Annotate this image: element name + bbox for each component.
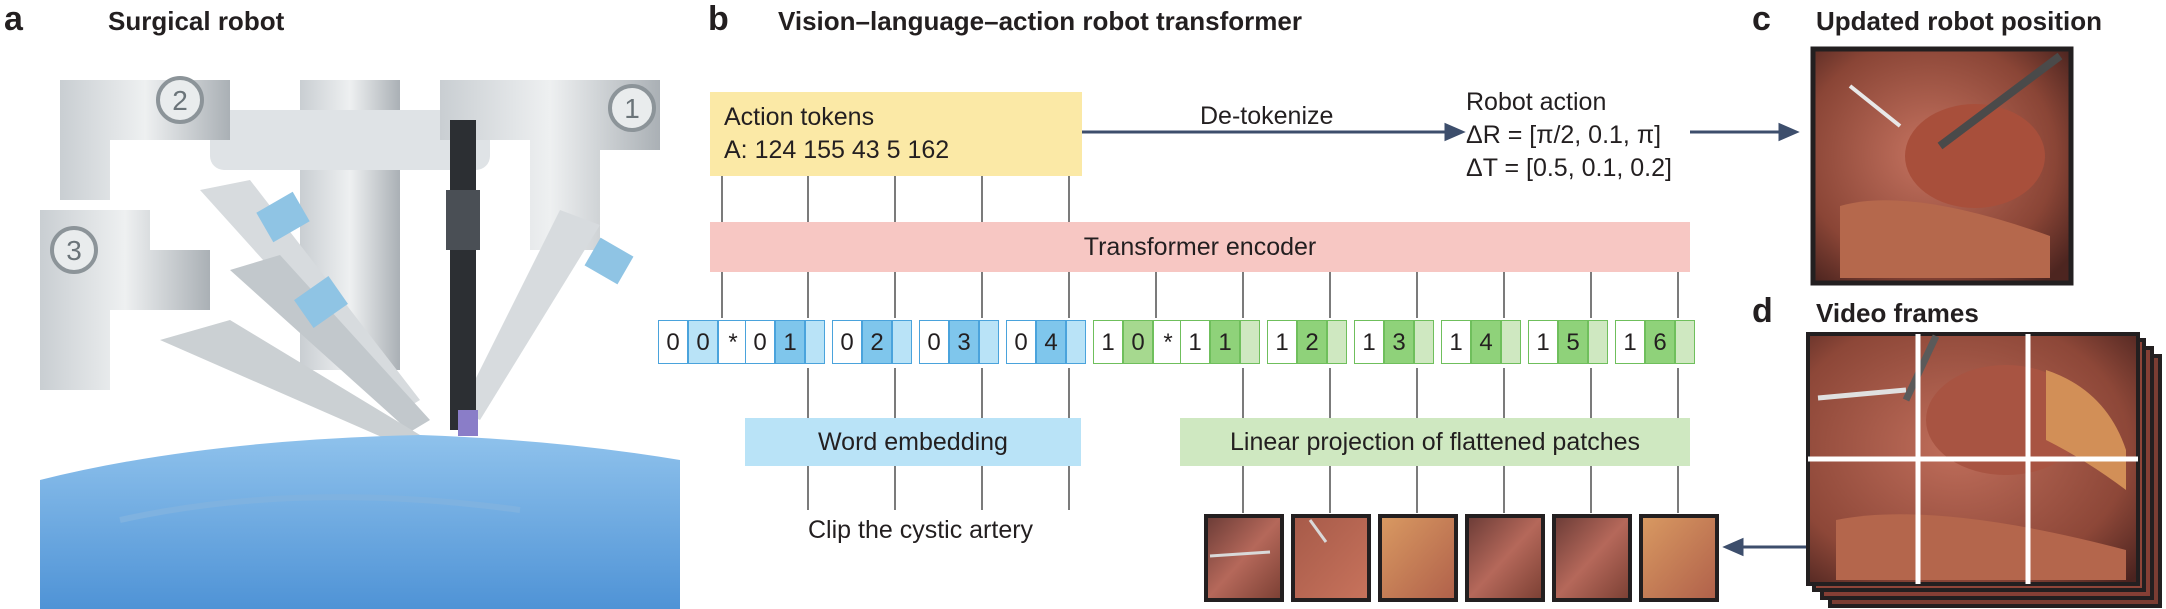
token-embed bbox=[1327, 320, 1347, 364]
panel-b-letter: b bbox=[708, 0, 729, 38]
robot-action-rotation: ΔR = [π/2, 0.1, π] bbox=[1466, 121, 1662, 149]
panel-d-letter: d bbox=[1752, 292, 1773, 330]
token-embed bbox=[805, 320, 825, 364]
patch-4 bbox=[1465, 514, 1545, 602]
panel-c-letter: c bbox=[1752, 0, 1771, 38]
token-embed bbox=[1066, 320, 1086, 364]
surgical-robot-image: 2 1 3 bbox=[40, 76, 680, 609]
token-digit: 4 bbox=[1471, 320, 1501, 364]
token-digit: 1 bbox=[1210, 320, 1240, 364]
patch-3 bbox=[1378, 514, 1458, 602]
transformer-encoder: Transformer encoder bbox=[710, 222, 1690, 272]
token-digit: 1 bbox=[1267, 320, 1297, 364]
token-digit: 1 bbox=[1180, 320, 1210, 364]
token-digit: 1 bbox=[775, 320, 805, 364]
video-frames-image bbox=[1806, 332, 2162, 608]
panel-a-letter: a bbox=[4, 0, 23, 38]
action-tokens-title: Action tokens bbox=[724, 103, 875, 131]
arm-2-label: 2 bbox=[172, 85, 188, 116]
token-digit: 4 bbox=[1036, 320, 1066, 364]
panel-c-title: Updated robot position bbox=[1816, 6, 2102, 36]
token-digit: 0 bbox=[1006, 320, 1036, 364]
token-digit: 1 bbox=[1615, 320, 1645, 364]
token-embed bbox=[1588, 320, 1608, 364]
robot-action-translation: ΔT = [0.5, 0.1, 0.2] bbox=[1466, 154, 1672, 182]
panel-b-title: Vision–language–action robot transformer bbox=[778, 6, 1302, 36]
token-digit: 3 bbox=[1384, 320, 1414, 364]
instruction-text: Clip the cystic artery bbox=[808, 516, 1034, 544]
updated-robot-position-image bbox=[1810, 46, 2074, 286]
detokenize-label: De-tokenize bbox=[1200, 102, 1334, 130]
token-digit: 0 bbox=[919, 320, 949, 364]
token-embed bbox=[1501, 320, 1521, 364]
token-digit: 6 bbox=[1645, 320, 1675, 364]
action-tokens-box bbox=[710, 92, 1082, 176]
token-embed bbox=[1414, 320, 1434, 364]
token-cls: * bbox=[718, 320, 748, 364]
video-patches bbox=[1204, 514, 1719, 602]
token-digit: 0 bbox=[688, 320, 718, 364]
patch-5 bbox=[1552, 514, 1632, 602]
token-digit: 0 bbox=[1123, 320, 1153, 364]
token-digit: 0 bbox=[658, 320, 688, 364]
token-digit: 1 bbox=[1093, 320, 1123, 364]
panel-d-title: Video frames bbox=[1816, 298, 1979, 328]
panel-a-title: Surgical robot bbox=[108, 6, 285, 36]
token-cls: * bbox=[1153, 320, 1183, 364]
token-digit: 3 bbox=[949, 320, 979, 364]
patch-6 bbox=[1639, 514, 1719, 602]
patch-1 bbox=[1204, 514, 1284, 602]
arm-1-label: 1 bbox=[624, 93, 640, 124]
token-embed bbox=[892, 320, 912, 364]
token-digit: 0 bbox=[745, 320, 775, 364]
token-digit: 1 bbox=[1528, 320, 1558, 364]
token-digit: 1 bbox=[1441, 320, 1471, 364]
token-embed bbox=[1240, 320, 1260, 364]
arm-3-label: 3 bbox=[66, 235, 82, 266]
token-embed bbox=[1675, 320, 1695, 364]
word-embedding-box: Word embedding bbox=[745, 418, 1081, 466]
token-digit: 1 bbox=[1354, 320, 1384, 364]
robot-action-title: Robot action bbox=[1466, 88, 1607, 116]
linear-projection-box: Linear projection of flattened patches bbox=[1180, 418, 1690, 466]
patch-2 bbox=[1291, 514, 1371, 602]
action-tokens-values: A: 124 155 43 5 162 bbox=[724, 136, 950, 164]
token-digit: 2 bbox=[862, 320, 892, 364]
token-digit: 2 bbox=[1297, 320, 1327, 364]
token-digit: 0 bbox=[832, 320, 862, 364]
token-digit: 5 bbox=[1558, 320, 1588, 364]
token-embed bbox=[979, 320, 999, 364]
